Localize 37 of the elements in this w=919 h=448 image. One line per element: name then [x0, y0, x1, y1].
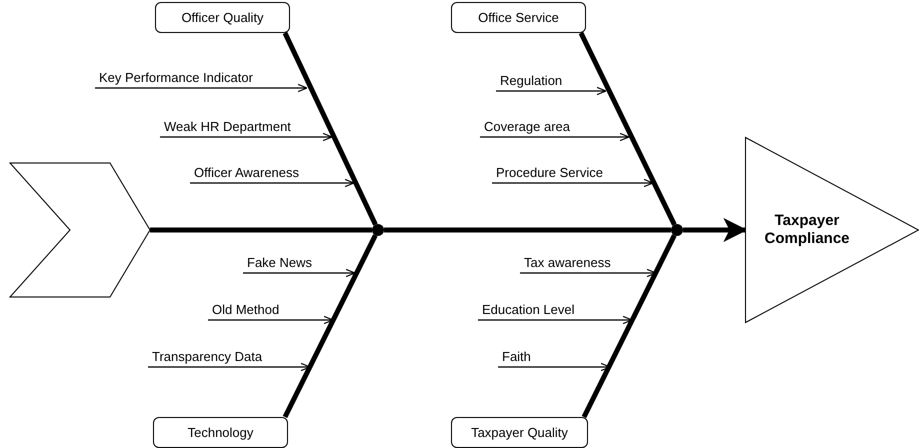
cause-label: Key Performance Indicator	[99, 71, 253, 85]
fishbone-line	[582, 234, 677, 418]
arrow	[190, 178, 355, 188]
arrow	[160, 132, 333, 142]
cause-label: Coverage area	[484, 120, 570, 134]
fishbone-line	[384, 228, 671, 232]
cause-label: Education Level	[482, 303, 575, 317]
junction-dot	[372, 224, 384, 236]
cause-label: Officer Awareness	[194, 166, 300, 180]
cause-label: Procedure Service	[496, 166, 603, 180]
junction-dot	[671, 224, 683, 236]
fishbone-line	[683, 218, 748, 242]
category-box: Office Service	[451, 2, 586, 33]
fishbone-line	[150, 228, 372, 232]
cause-label: Faith	[502, 350, 531, 364]
cause-label: Tax awareness	[524, 256, 611, 270]
category-box: Taxpayer Quality	[451, 417, 588, 448]
cause-label: Transparency Data	[152, 350, 262, 364]
fishbone-line	[282, 32, 378, 226]
arrow	[480, 132, 630, 142]
arrow	[478, 316, 633, 324]
category-box: Officer Quality	[155, 2, 290, 33]
arrow	[492, 178, 654, 188]
arrow	[208, 316, 334, 324]
cause-label: Fake News	[247, 256, 312, 270]
tail-chevron	[10, 163, 150, 297]
cause-label: Regulation	[500, 74, 562, 88]
head-triangle	[745, 137, 919, 323]
category-box: Technology	[153, 417, 288, 448]
arrow	[95, 84, 308, 92]
fishbone-line	[578, 32, 677, 226]
arrow	[496, 86, 607, 96]
cause-label: Weak HR Department	[164, 120, 291, 134]
fishbone-line	[282, 234, 378, 418]
cause-label: Old Method	[212, 303, 280, 317]
arrow	[243, 268, 356, 278]
effect-text: Taxpayer Compliance	[763, 212, 851, 248]
